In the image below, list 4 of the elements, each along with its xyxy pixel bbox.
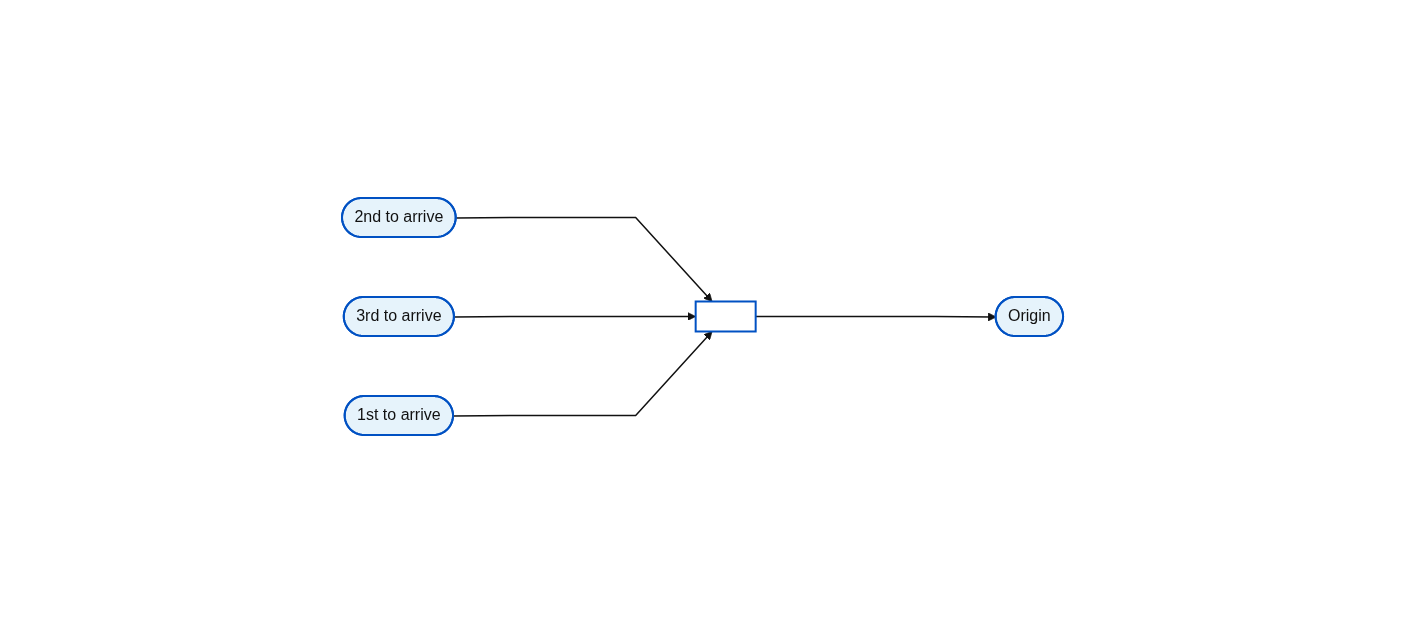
arrow <box>455 216 713 302</box>
node-box <box>694 300 757 333</box>
arrow <box>452 331 713 417</box>
arrow <box>453 312 696 321</box>
